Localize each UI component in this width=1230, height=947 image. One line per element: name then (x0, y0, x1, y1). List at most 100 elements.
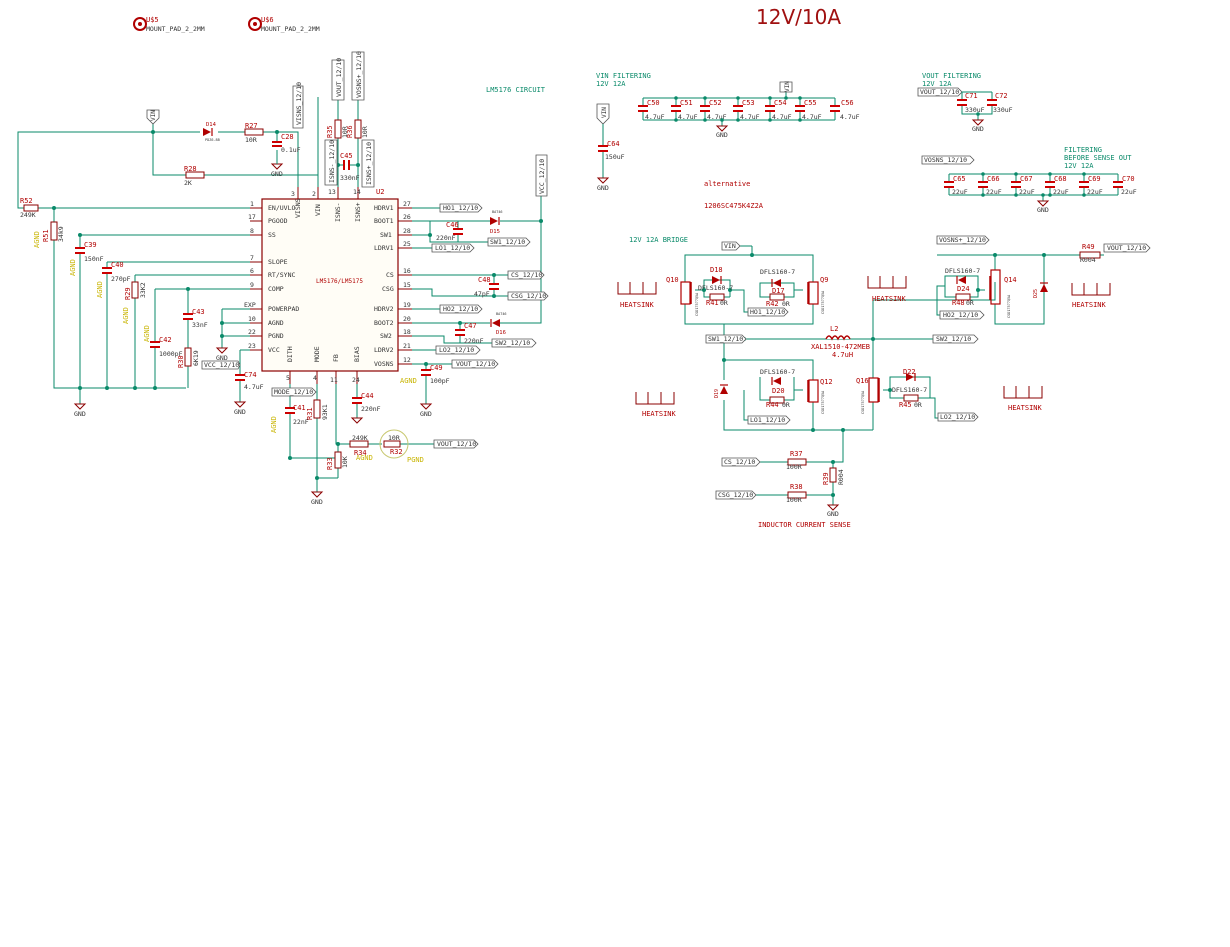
svg-text:C54: C54 (774, 99, 787, 107)
label-cs: CS_12/10 (507, 270, 545, 280)
svg-text:DFLS160-7: DFLS160-7 (945, 267, 980, 275)
svg-text:GND: GND (216, 354, 228, 362)
svg-text:22uF: 22uF (986, 188, 1002, 196)
svg-text:4.7uF: 4.7uF (645, 113, 665, 121)
svg-text:C28: C28 (281, 133, 294, 141)
svg-text:BOOT1: BOOT1 (374, 217, 394, 225)
svg-text:0R: 0R (914, 401, 922, 409)
svg-text:10R: 10R (388, 434, 400, 442)
svg-text:R49: R49 (1082, 243, 1095, 251)
svg-text:C70: C70 (1122, 175, 1135, 183)
label-vout-top: VOUT_12/10 (331, 58, 345, 101)
svg-text:150uF: 150uF (605, 153, 625, 161)
bridge-dots (702, 253, 1046, 497)
svg-text:SW1_12/10: SW1_12/10 (708, 335, 743, 343)
svg-text:4.7uF: 4.7uF (244, 383, 264, 391)
junction-dots (52, 130, 543, 480)
svg-text:CSD17577Q5A: CSD17577Q5A (821, 390, 825, 414)
heatsink-1: HEATSINK (617, 282, 657, 309)
heatsink-4: HEATSINK (635, 392, 677, 418)
svg-text:CS_12/10: CS_12/10 (511, 271, 542, 279)
svg-text:HDRV2: HDRV2 (374, 305, 394, 313)
svg-text:20: 20 (403, 315, 411, 323)
svg-text:SW2: SW2 (380, 332, 392, 340)
section-vin-filter-rating: 12V 12A (596, 80, 626, 88)
section-sense-filter-3: 12V 12A (1064, 162, 1094, 170)
frontend-net-labels: VISNS_12/10 VOUT_12/10 VOSNS+_12/10 ISNS… (201, 51, 549, 449)
svg-text:0R: 0R (782, 300, 790, 308)
svg-text:BAT46: BAT46 (496, 312, 507, 316)
svg-text:C45: C45 (340, 152, 353, 160)
svg-text:GND: GND (234, 408, 246, 416)
svg-text:R51: R51 (42, 229, 50, 242)
svg-text:C67: C67 (1020, 175, 1033, 183)
svg-text:VOSNS_12/10: VOSNS_12/10 (924, 156, 967, 164)
svg-text:R30: R30 (177, 355, 185, 368)
svg-text:LO1_12/10: LO1_12/10 (750, 416, 785, 424)
label-sw1: SW1_12/10 (487, 237, 531, 247)
svg-text:C46: C46 (446, 221, 459, 229)
svg-text:LO1_12/10: LO1_12/10 (435, 244, 470, 252)
gnd-symbols: GND GND GND GND GND GND (73, 150, 433, 506)
svg-text:1: 1 (250, 200, 254, 208)
svg-text:C72: C72 (995, 92, 1008, 100)
section-lm-circuit: LM5176 CIRCUIT (486, 86, 546, 94)
svg-text:24: 24 (352, 376, 360, 384)
svg-text:23: 23 (248, 342, 256, 350)
svg-text:R39: R39 (822, 472, 830, 485)
svg-text:R34: R34 (354, 449, 367, 457)
svg-text:VIN: VIN (314, 204, 322, 216)
svg-text:GND: GND (597, 184, 609, 192)
svg-text:4.7uF: 4.7uF (772, 113, 792, 121)
label-ho2-bridge: HO2_12/10 (939, 310, 985, 320)
svg-text:R41: R41 (706, 299, 719, 307)
svg-text:HO2_12/10: HO2_12/10 (943, 311, 978, 319)
mount-pad-u6: U$6 MOUNT_PAD_2_2MM (248, 16, 320, 33)
svg-text:GND: GND (271, 170, 283, 178)
svg-text:150nF: 150nF (84, 255, 104, 263)
svg-text:HDRV1: HDRV1 (374, 204, 394, 212)
svg-text:33nF: 33nF (192, 321, 208, 329)
svg-text:R29: R29 (124, 287, 132, 300)
svg-text:DITH: DITH (286, 346, 294, 362)
svg-text:C56: C56 (841, 99, 854, 107)
svg-text:18: 18 (403, 328, 411, 336)
svg-text:R37: R37 (790, 450, 803, 458)
svg-text:Q9: Q9 (820, 276, 828, 284)
svg-text:CSG_12/10: CSG_12/10 (511, 292, 546, 300)
label-vin-bridge: VIN (721, 241, 741, 251)
svg-text:R28: R28 (184, 165, 197, 173)
section-current-sense: INDUCTOR CURRENT SENSE (758, 521, 851, 529)
gnd-sense: GND (826, 504, 840, 518)
label-visns: VISNS_12/10 (292, 82, 304, 129)
svg-text:8: 8 (250, 227, 254, 235)
frontend-wires (17, 97, 542, 492)
svg-text:HEATSINK: HEATSINK (642, 410, 677, 418)
svg-text:LO2_12/10: LO2_12/10 (439, 346, 474, 354)
svg-text:BIAS: BIAS (353, 346, 361, 362)
svg-text:U2: U2 (376, 188, 384, 196)
svg-text:249K: 249K (352, 434, 368, 442)
svg-text:VOUT_12/10: VOUT_12/10 (437, 440, 476, 448)
svg-text:100R: 100R (786, 496, 802, 504)
svg-text:VOUT_12/10: VOUT_12/10 (456, 360, 495, 368)
